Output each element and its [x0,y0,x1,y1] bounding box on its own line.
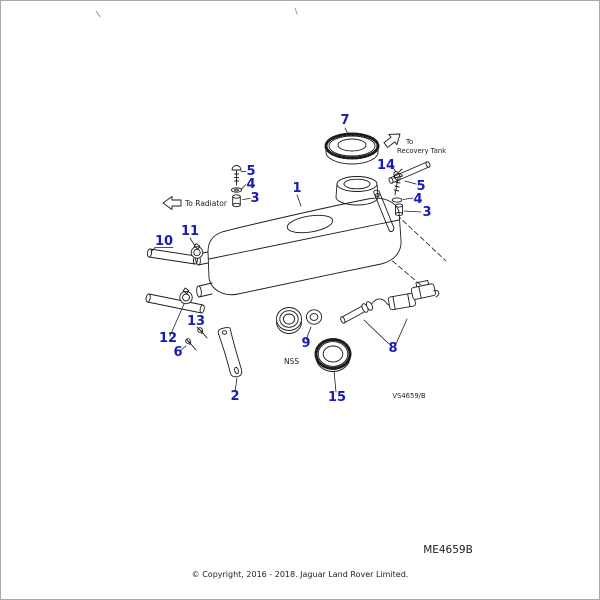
hose-clamp-upper [190,243,204,259]
callout-3-right[interactable]: 3 [422,205,431,220]
screw-washer-spacer-left [231,165,242,208]
annotation-labels: To Radiator To Recovery Tank NSS VS4659/… [184,138,446,400]
to-recovery-arrow-icon [383,133,401,148]
expansion-tank [195,176,402,298]
level-sensor-assembly [340,280,440,324]
callout-7[interactable]: 7 [340,113,349,128]
mounting-bracket [217,327,243,378]
pressure-cap [324,132,380,165]
callout-1[interactable]: 1 [292,181,301,196]
copyright-label: © Copyright, 2016 - 2018. Jaguar Land Ro… [192,570,409,579]
callout-10[interactable]: 10 [155,234,173,249]
to-radiator-label: To Radiator [184,199,228,208]
callout-3-left[interactable]: 3 [250,191,259,206]
callout-9[interactable]: 9 [301,336,310,351]
to-radiator-arrow-icon [162,196,182,210]
callout-5-right[interactable]: 5 [416,179,425,194]
recovery-tube-and-clip [388,161,431,184]
radiator-hose-lower [145,293,205,314]
seal-rings [276,307,323,334]
callout-13[interactable]: 13 [187,314,205,329]
callout-11[interactable]: 11 [181,224,199,239]
callout-15[interactable]: 15 [328,390,346,405]
to-recovery-label-line1: To [405,138,413,146]
callout-2[interactable]: 2 [230,389,239,404]
to-recovery-label-line2: Recovery Tank [397,147,446,155]
callout-6[interactable]: 6 [173,345,182,360]
callout-4-left[interactable]: 4 [246,177,255,192]
callouts: 7 14 5 4 3 1 5 4 3 10 11 12 13 6 2 9 15 … [155,113,432,405]
radiator-hose-upper [146,248,199,265]
screw-washer-spacer-right [391,173,403,217]
callout-12[interactable]: 12 [159,331,177,346]
footer: ME4659B © Copyright, 2016 - 2018. Jaguar… [192,544,473,579]
screw-6 [185,338,197,351]
hose-clamp-lower [179,287,193,305]
callout-5-left[interactable]: 5 [246,164,255,179]
nss-label: NSS [284,357,299,366]
callout-4-right[interactable]: 4 [413,192,422,207]
sheet-code-label: ME4659B [423,544,473,556]
callout-8[interactable]: 8 [388,341,397,356]
leader-lines [150,127,422,393]
callout-14[interactable]: 14 [377,158,395,173]
ring-nut [314,338,352,372]
drawing-code-label: VS4659/B [392,392,426,400]
